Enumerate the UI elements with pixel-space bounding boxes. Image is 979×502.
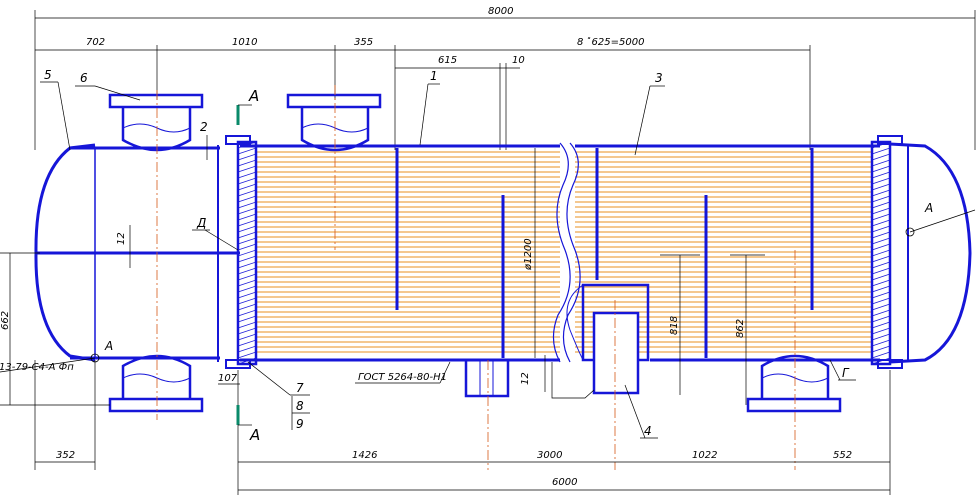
dim-1022: 1022 [692,450,717,461]
nozzle-top-left [108,93,204,152]
dim-352: 352 [56,450,75,461]
view-g-label: Г [842,366,850,380]
dim-818: 818 [669,316,680,335]
weld-a-left: А [104,339,113,353]
dim-662: 662 [0,311,11,330]
dim-10: 10 [512,55,525,66]
drain-nozzle [464,358,510,398]
dim-1010: 1010 [232,37,257,48]
callout-6: 6 [80,71,88,85]
dim-3000: 3000 [537,450,562,461]
dim-12-partition: 12 [116,232,127,245]
nozzle-bottom-right [746,354,842,413]
callout-1: 1 [430,69,438,83]
dim-12-bottom: 12 [520,372,531,385]
dim-shell-diameter: ø1200 [523,238,534,271]
callout-8: 8 [296,399,304,413]
callouts: 5 6 2 1 3 4 7 8 9 Д Г А 13-79-С4-А Фп [0,68,976,439]
dim-107: 107 [218,373,238,384]
tubesheet-right [870,135,903,369]
dim-355: 355 [354,37,373,48]
dim-baffle-pitch: 8 ˟625=5000 [577,36,644,48]
top-dimensions: 8000 702 1010 355 8 ˟625=5000 615 10 [34,6,976,150]
dim-552: 552 [833,450,852,461]
callout-5: 5 [44,68,52,82]
centerlines [156,85,796,470]
callout-9: 9 [296,417,304,431]
bottom-dimensions: 352 107 1426 3000 1022 552 6000 [34,360,891,495]
flange-note: 13-79-С4-А Фп [0,362,74,373]
section-label-bottom: A [249,426,260,444]
dim-overall: 8000 [488,6,513,17]
view-d-label: Д [196,216,206,230]
section-label-top: A [248,87,259,105]
weld-a-right: А [924,201,933,215]
callout-2: 2 [200,120,208,134]
nozzle-bottom-left [108,354,204,413]
callout-3: 3 [655,71,663,85]
dim-615: 615 [438,55,457,66]
baffles [395,148,814,358]
tubesheet-left [225,135,258,369]
side-dimensions: 662 12 ø1200 12 818 862 [0,148,765,406]
gost-note: ГОСТ 5264-80-Н1 [358,372,447,383]
nozzle-top-right [286,93,382,152]
inspection-box [566,283,650,395]
dim-702: 702 [86,37,105,48]
dim-862: 862 [735,319,746,338]
callout-4: 4 [644,424,652,438]
dim-6000: 6000 [552,477,577,488]
dim-1426: 1426 [352,450,377,461]
section-cut-a: A A [236,87,260,444]
callout-7: 7 [296,381,304,395]
tube-bundle [256,151,872,353]
